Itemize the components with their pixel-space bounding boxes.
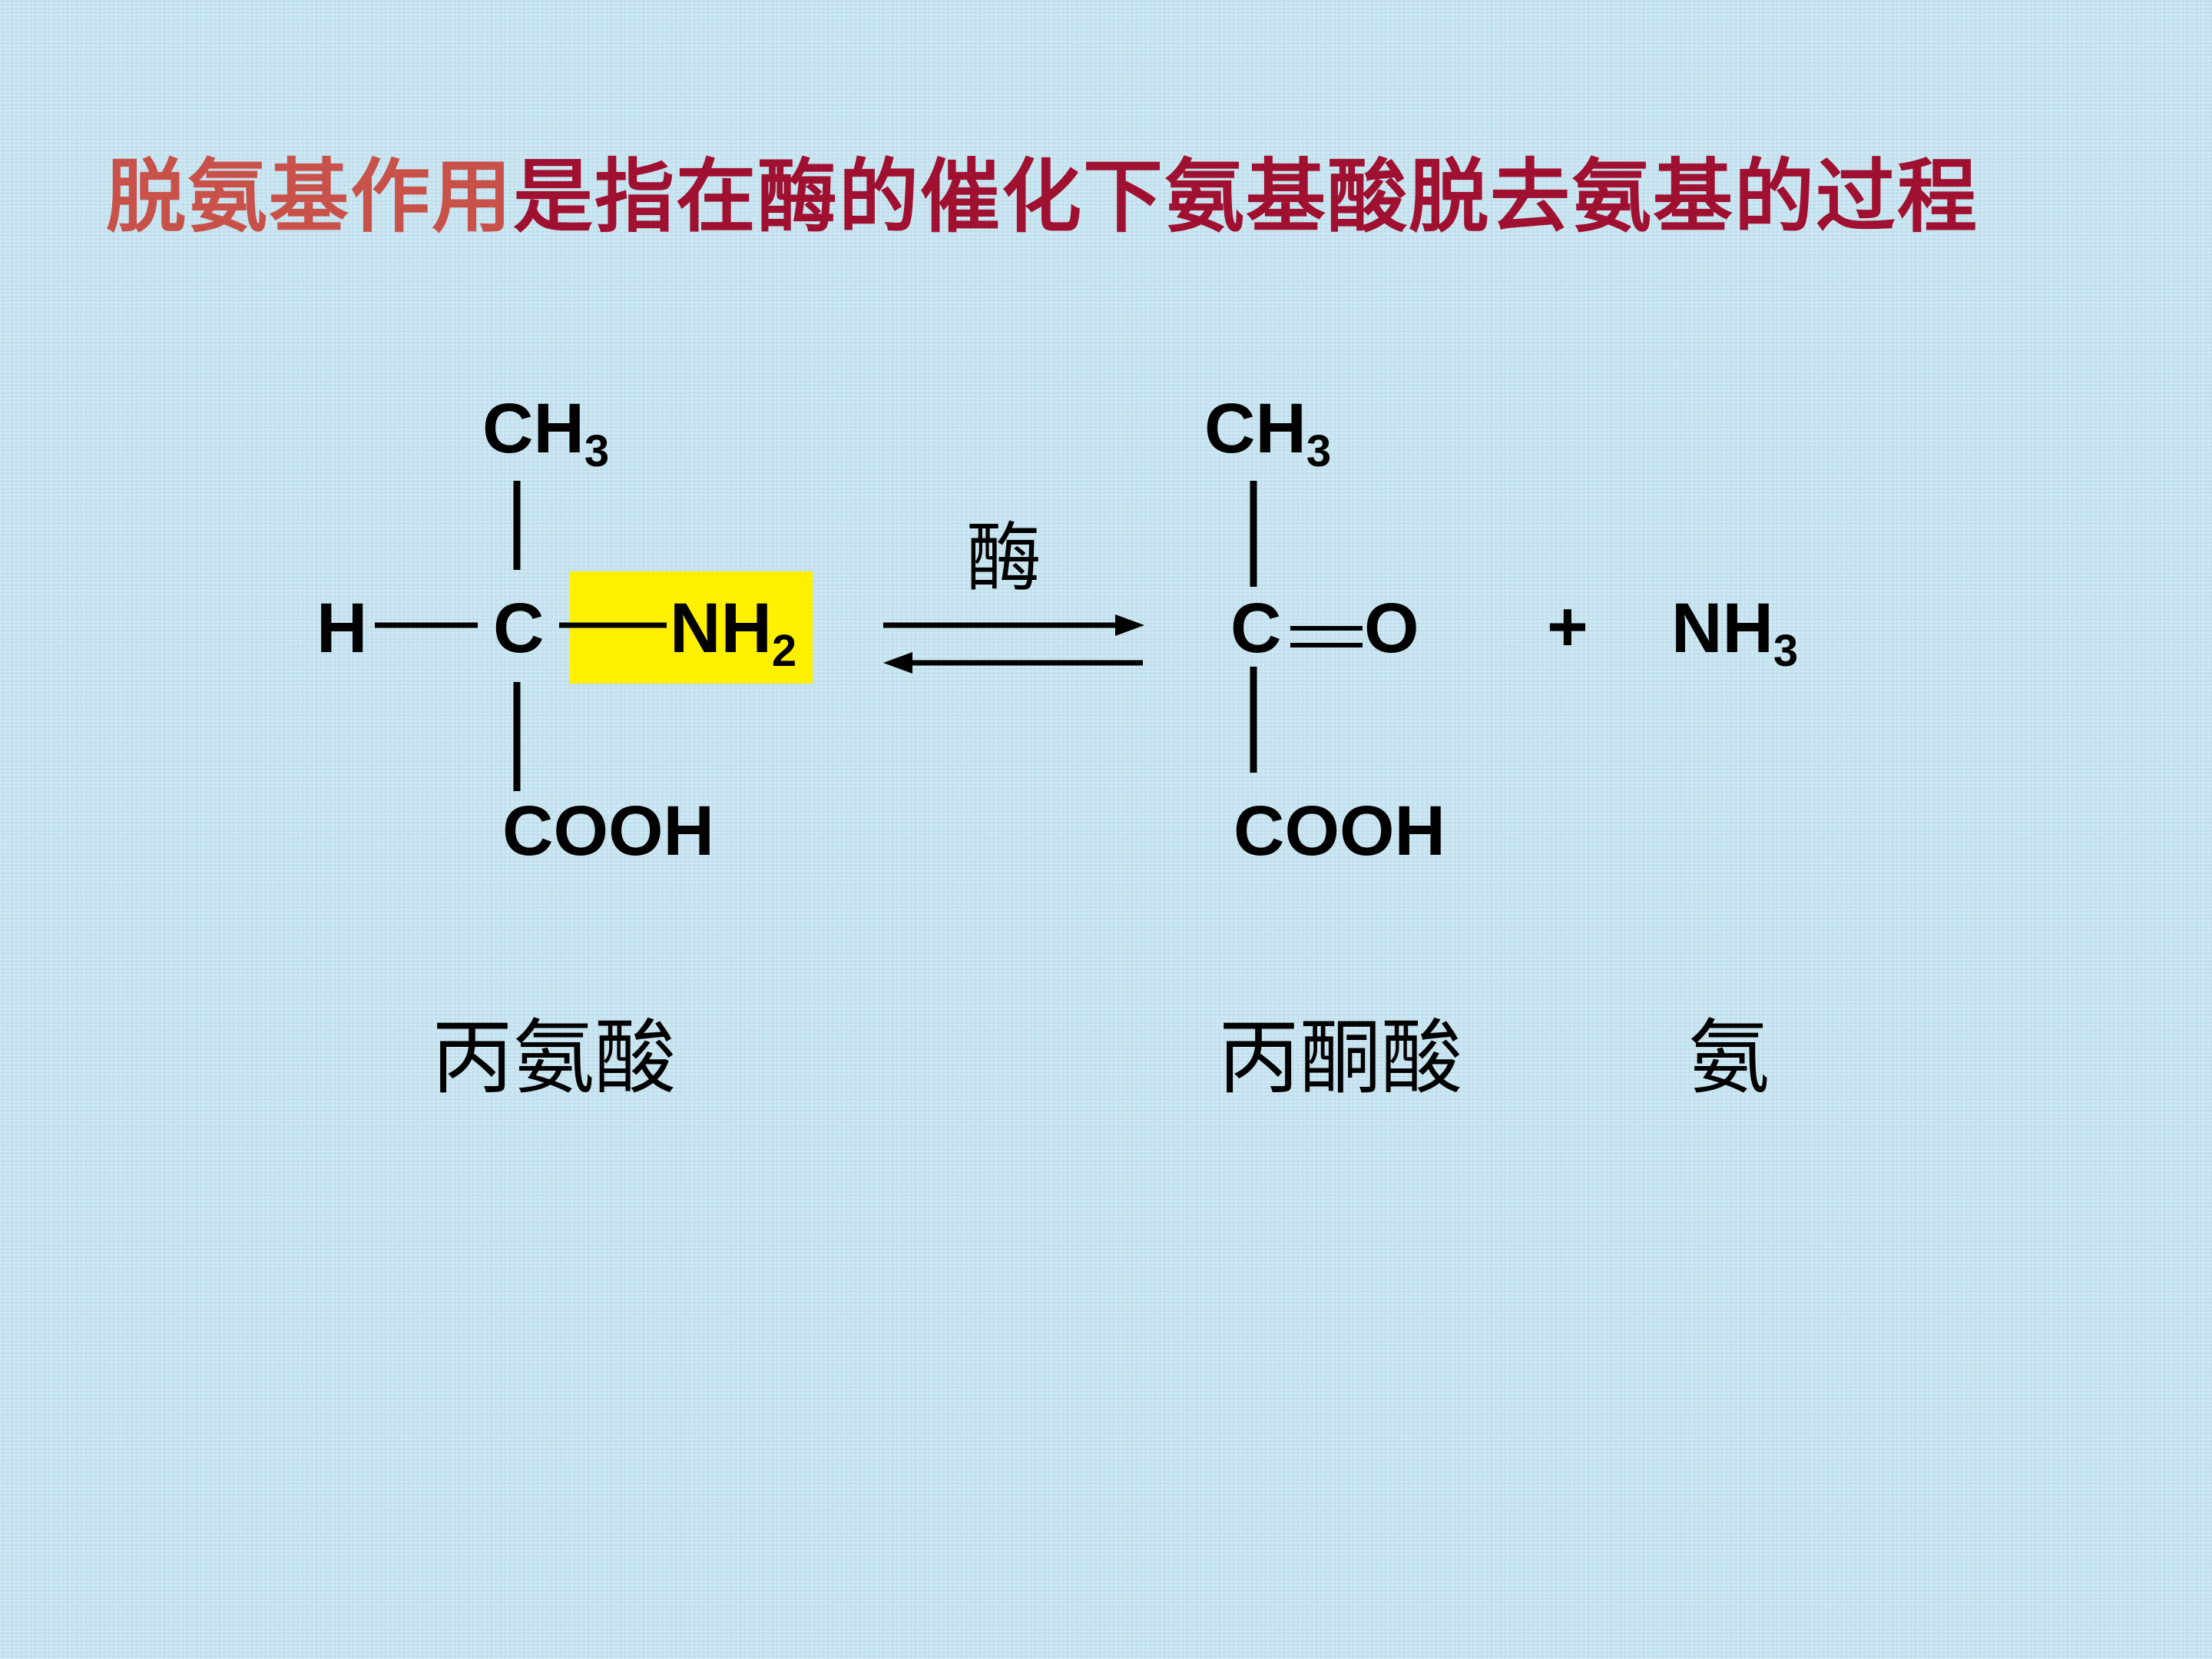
byproduct-name: 氨 xyxy=(1688,1011,1770,1105)
reactant-name: 丙氨酸 xyxy=(432,1011,676,1105)
byproduct-nh3: NH3 xyxy=(1671,589,1799,676)
reactant-cooh: COOH xyxy=(502,792,714,870)
reactant-h: H xyxy=(316,589,368,667)
product-cooh: COOH xyxy=(1233,792,1445,870)
product-ch3: CH3 xyxy=(1204,389,1332,476)
product-name: 丙酮酸 xyxy=(1218,1011,1462,1105)
plus-sign: + xyxy=(1547,588,1588,666)
reverse-arrow-head xyxy=(883,652,912,674)
page-title: 脱氨基作用是指在酶的催化下氨基酸脱去氨基的过程 xyxy=(106,143,1979,250)
title-rest: 是指在酶的催化下氨基酸脱去氨基的过程 xyxy=(513,150,1979,243)
product-o: O xyxy=(1364,589,1419,667)
product-c: C xyxy=(1230,589,1282,667)
forward-arrow-head xyxy=(1115,614,1144,636)
reactant-ch3: CH3 xyxy=(482,389,610,476)
reactant-nh2: NH2 xyxy=(670,589,797,676)
title-highlight: 脱氨基作用 xyxy=(106,150,514,243)
reactant-c: C xyxy=(493,589,545,667)
enzyme-label: 酶 xyxy=(966,515,1042,602)
